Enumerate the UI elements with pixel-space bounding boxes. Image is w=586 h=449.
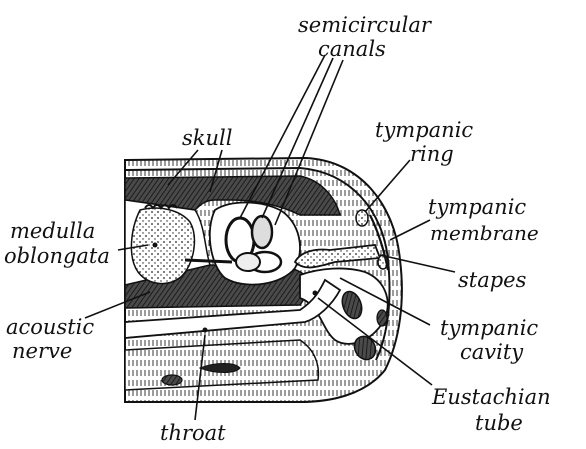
label-throat: throat — [160, 421, 226, 445]
tissue-dot-1 — [203, 328, 208, 333]
vestibule — [236, 253, 260, 271]
tissue-dot-2 — [313, 291, 318, 296]
label-stapes: stapes — [458, 268, 527, 292]
label-medulla-line1: medulla — [10, 219, 95, 243]
label-tympanic-cavity-line1: tympanic — [440, 316, 538, 340]
head-section-drawing — [125, 158, 402, 402]
acoustic-nerve — [185, 260, 232, 262]
label-semicircular-line2: canals — [318, 37, 386, 61]
tissue-dot-3 — [153, 243, 158, 248]
label-skull: skull — [182, 126, 232, 150]
throat-mass — [162, 375, 182, 385]
label-acoustic-line2: nerve — [12, 339, 72, 363]
label-tympanic-membrane-line2: membrane — [430, 221, 539, 245]
label-acoustic-line1: acoustic — [6, 315, 94, 339]
label-medulla-line2: oblongata — [4, 244, 110, 268]
label-semicircular-line1: semicircular — [298, 13, 433, 37]
cavity-mass-2 — [377, 310, 387, 326]
label-eustachian-line2: tube — [475, 411, 523, 435]
label-tympanic-ring-line1: tympanic — [375, 118, 473, 142]
label-tympanic-ring-line2: ring — [410, 142, 454, 166]
label-tympanic-cavity-line2: cavity — [460, 340, 524, 364]
tympanic-ring-upper — [356, 210, 368, 226]
label-eustachian-line1: Eustachian — [431, 385, 551, 409]
canal-loop-2 — [252, 216, 272, 248]
label-tympanic-membrane-line1: tympanic — [428, 195, 526, 219]
